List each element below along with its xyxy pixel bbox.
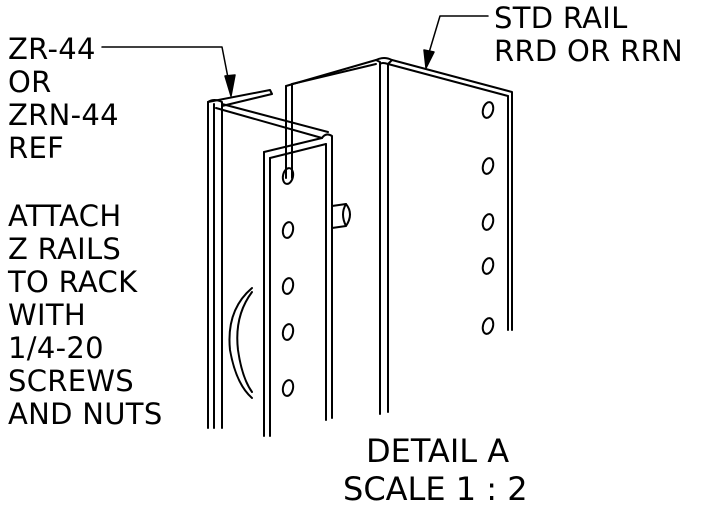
std-rail-label: STD RAIL RRD OR RRN	[494, 2, 683, 68]
z-rail-web-top	[221, 103, 329, 133]
std-rail-corner	[375, 57, 393, 65]
attach-note-line: Z RAILS	[8, 232, 122, 266]
screw-tip	[342, 203, 347, 227]
std-rail-hole	[481, 157, 495, 175]
z-rail-back-corner	[207, 99, 223, 107]
std-rail	[285, 57, 513, 415]
z-rail-holes	[281, 167, 295, 397]
std-rail-arrowhead	[423, 49, 435, 69]
detail-scale: SCALE 1 : 2	[343, 470, 528, 508]
screw	[331, 203, 351, 229]
screw-shank	[331, 203, 351, 229]
z-rail-hole	[281, 167, 295, 185]
z-rail-ref-line: ZR-44	[8, 32, 96, 66]
std-rail-hole	[481, 101, 495, 119]
std-rail-right-flange-inner-top	[387, 63, 509, 97]
nut-inner	[236, 291, 253, 393]
attach-note-line: SCREWS	[8, 364, 135, 398]
std-rail-line: STD RAIL	[494, 1, 628, 35]
std-rail-leader	[427, 15, 489, 57]
z-rail-ref-label: ZR-44 OR ZRN-44 REF	[8, 33, 119, 165]
attach-note: ATTACH Z RAILS TO RACK WITH 1/4-20 SCREW…	[8, 199, 163, 431]
std-rail-left-flange	[285, 59, 381, 413]
z-rail	[207, 89, 333, 437]
std-rail-hole	[481, 257, 495, 275]
z-rail-ref-line: ZRN-44	[8, 98, 119, 132]
nut-cutout	[228, 287, 253, 399]
z-rail-front-top-inner	[269, 143, 327, 159]
z-rail-hole	[281, 277, 295, 295]
std-rail-line: RRD OR RRN	[494, 34, 684, 68]
z-rail-back-flange	[207, 89, 273, 107]
attach-note-line: ATTACH	[8, 199, 122, 233]
attach-note-line: TO RACK	[8, 265, 138, 299]
std-rail-left-top	[291, 63, 377, 85]
leaders	[101, 15, 489, 97]
z-rail-ref-line: REF	[8, 131, 65, 165]
std-rail-right-flange-top	[391, 59, 513, 97]
z-rail-ref-leader	[101, 46, 231, 89]
z-rail-front-top	[263, 137, 323, 153]
z-rail-ref-arrowhead	[224, 74, 236, 97]
nut-outer	[228, 287, 253, 399]
attach-note-line: AND NUTS	[8, 397, 163, 431]
std-rail-hole	[481, 213, 495, 231]
std-rail-holes	[481, 101, 495, 335]
z-rail-hole	[281, 379, 295, 397]
z-rail-hole	[281, 323, 295, 341]
z-rail-ref-line: OR	[8, 65, 52, 99]
z-rail-web-top-inner	[215, 107, 323, 139]
attach-note-line: WITH	[8, 298, 86, 332]
std-rail-hole	[481, 317, 495, 335]
z-rail-front-corner	[321, 133, 333, 143]
detail-name: DETAIL A	[366, 432, 510, 470]
z-rail-hole	[281, 221, 295, 239]
attach-note-line: 1/4-20	[8, 331, 104, 365]
